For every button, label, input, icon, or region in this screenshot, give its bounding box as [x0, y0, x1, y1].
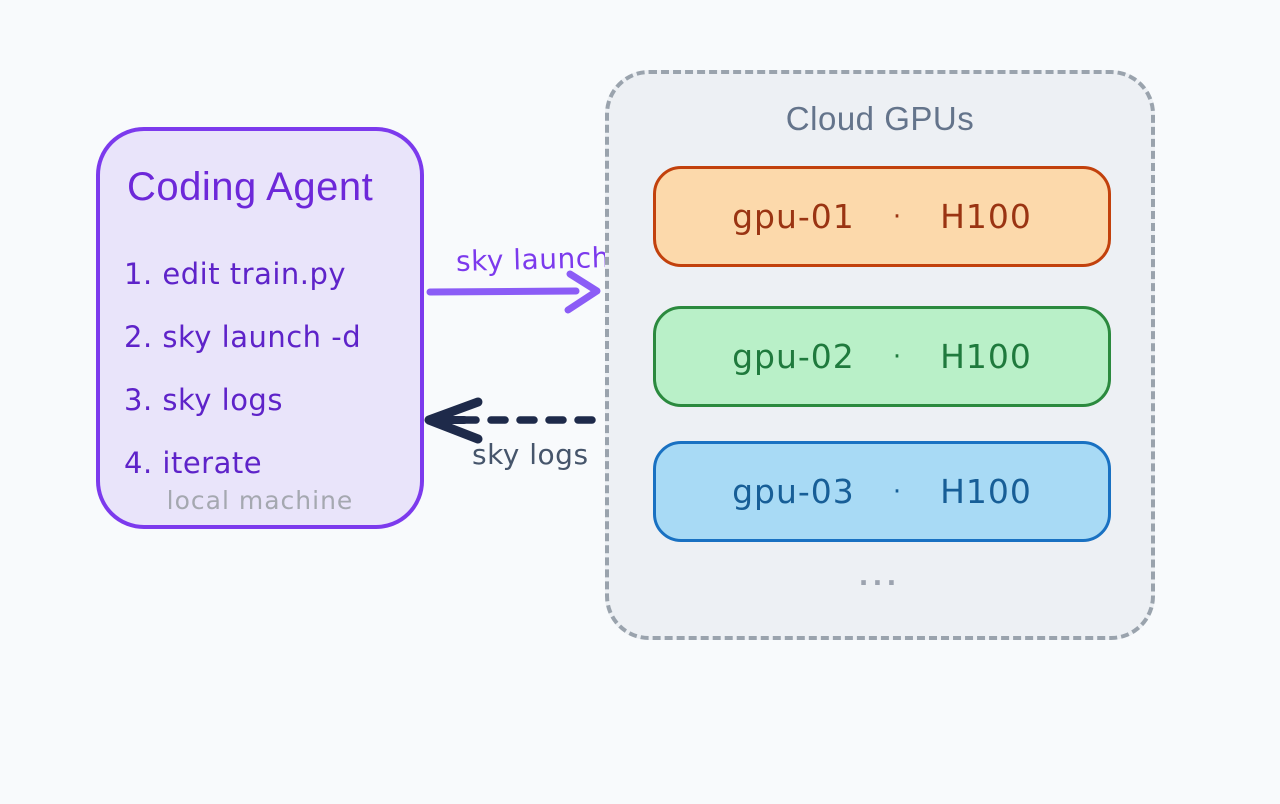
- gpu-card-01: gpu-01 · H100: [653, 166, 1111, 267]
- agent-step-3: 3. sky logs: [124, 383, 283, 417]
- gpu-card-02: gpu-02 · H100: [653, 306, 1111, 407]
- gpu-03-separator: ·: [892, 476, 903, 507]
- gpu-01-separator: ·: [892, 201, 903, 232]
- gpu-01-name: gpu-01: [732, 197, 855, 236]
- more-gpus-ellipsis: ...: [859, 556, 901, 592]
- sky-logs-arrow: [424, 397, 606, 444]
- sky-launch-arrow: [426, 270, 601, 314]
- coding-agent-box: Coding Agent 1. edit train.py 2. sky lau…: [96, 127, 424, 529]
- gpu-03-model: H100: [940, 472, 1032, 511]
- agent-step-4: 4. iterate: [124, 446, 263, 480]
- sky-logs-label: sky logs: [472, 438, 589, 471]
- gpu-02-model: H100: [940, 337, 1032, 376]
- sky-launch-label: sky launch: [455, 240, 611, 279]
- gpu-03-name: gpu-03: [732, 472, 855, 511]
- cloud-gpus-title: Cloud GPUs: [785, 100, 975, 137]
- coding-agent-title: Coding Agent: [127, 165, 374, 209]
- local-machine-label: local machine: [166, 486, 354, 515]
- cloud-gpus-box: Cloud GPUs gpu-01 · H100 gpu-02 · H100 g…: [605, 70, 1155, 640]
- gpu-02-separator: ·: [892, 341, 903, 372]
- gpu-01-model: H100: [940, 197, 1032, 236]
- agent-step-1: 1. edit train.py: [124, 257, 347, 291]
- gpu-02-name: gpu-02: [732, 337, 855, 376]
- coding-agent-steps: 1. edit train.py 2. sky launch -d 3. sky…: [124, 257, 361, 480]
- agent-step-2: 2. sky launch -d: [124, 320, 362, 354]
- gpu-card-03: gpu-03 · H100: [653, 441, 1111, 542]
